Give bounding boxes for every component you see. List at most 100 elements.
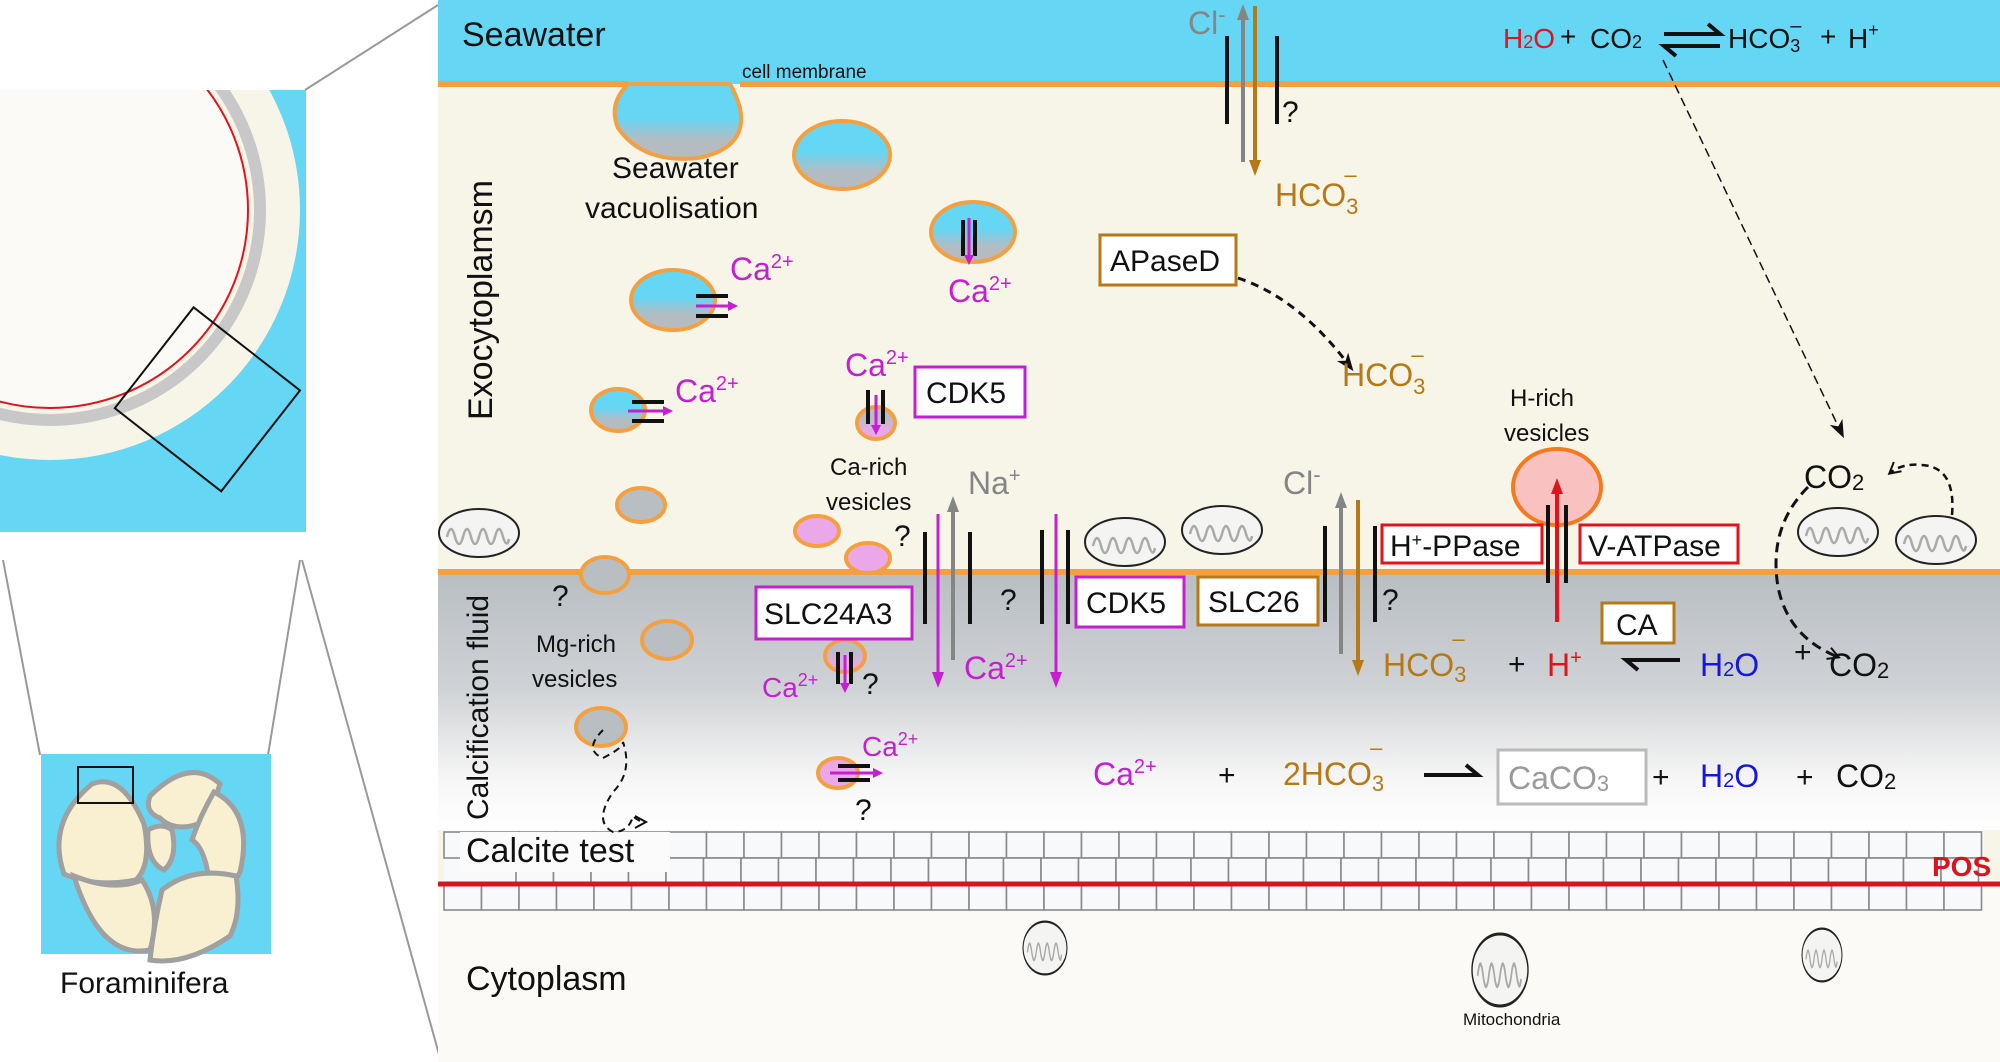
- ca-vesicle-uptake-channel: [866, 390, 885, 435]
- cdk5-protein-box: CDK5: [1074, 575, 1186, 629]
- v-atpase-protein-box: V-ATPase: [1578, 523, 1740, 565]
- svg-text:Na+: Na+: [968, 465, 1021, 501]
- calcite-brick: [1643, 831, 1683, 859]
- calcite-brick: [1452, 857, 1492, 885]
- mitochondria-icon: [1796, 506, 1880, 558]
- calcite-brick: [1005, 831, 1045, 859]
- svg-text:+: +: [1508, 648, 1526, 681]
- zoomed-shell-wall: [0, 90, 306, 532]
- h-rich-vesicles-label: vesicles: [1504, 420, 1589, 447]
- calcite-brick: [1193, 831, 1233, 859]
- svg-text:HCO3–: HCO3–: [1275, 162, 1358, 219]
- reverse-reaction-arrow-icon: [1620, 658, 1680, 672]
- calcite-brick: [780, 883, 820, 911]
- inset-panel: Foraminifera: [0, 4, 441, 1059]
- calcite-brick: [1640, 857, 1680, 885]
- equilibrium-arrow-icon: [1658, 22, 1726, 58]
- zoom-connector-line: [301, 559, 441, 1059]
- calcite-test: [443, 830, 1984, 912]
- calcification-fluid-label: Calcification fluid: [462, 595, 495, 820]
- unknown-mechanism-marker: ?: [552, 580, 569, 613]
- slc24a3-protein-box: SLC24A3: [754, 585, 914, 641]
- cl-ion-label: Cl-: [1188, 2, 1226, 41]
- ca-vesicle-release-channel: [836, 652, 853, 693]
- calcite-brick: [480, 883, 520, 911]
- calcite-brick: [855, 831, 895, 859]
- calcite-brick: [1377, 857, 1417, 885]
- ca-ion-label: Ca2+: [730, 251, 794, 287]
- svg-text:H2O: H2O: [1700, 758, 1759, 794]
- mg-rich-vesicle: [615, 486, 667, 524]
- calcite-brick: [1265, 857, 1305, 885]
- calcite-brick: [443, 883, 483, 911]
- svg-text:+: +: [1652, 761, 1670, 794]
- calcite-brick: [1077, 857, 1117, 885]
- mitochondria-co2-arrow: [1887, 461, 1954, 516]
- svg-text:H2O: H2O: [1700, 647, 1759, 683]
- calcite-brick: [1868, 831, 1908, 859]
- calcite-brick: [1115, 857, 1155, 885]
- unknown-mechanism-marker: ?: [862, 668, 879, 701]
- calcite-brick: [1418, 883, 1458, 911]
- ca-ion-label: Ca2+: [762, 670, 818, 703]
- calcite-brick: [927, 857, 967, 885]
- vacuole-ca-channel: [628, 400, 673, 423]
- calcite-brick: [1340, 857, 1380, 885]
- calcite-label-backing: [460, 832, 670, 872]
- calcite-brick: [1568, 831, 1608, 859]
- calcite-brick: [1493, 831, 1533, 859]
- calcite-brick: [1080, 883, 1120, 911]
- calcite-brick: [1305, 883, 1345, 911]
- calcite-brick: [1343, 883, 1383, 911]
- unknown-mechanism-marker: ?: [1382, 584, 1399, 617]
- svg-text:CaCO3: CaCO3: [1508, 760, 1609, 796]
- calcite-brick: [1455, 883, 1495, 911]
- calcite-brick: [1415, 857, 1455, 885]
- calcite-brick: [1305, 831, 1345, 859]
- svg-text:CO2: CO2: [1836, 758, 1896, 794]
- calcite-brick: [1005, 883, 1045, 911]
- mitochondria-icon: [1470, 932, 1530, 1008]
- calcite-brick: [1380, 831, 1420, 859]
- zoom-connector-line: [267, 559, 301, 756]
- svg-text:CDK5: CDK5: [1086, 587, 1166, 620]
- calcite-brick: [1490, 857, 1530, 885]
- svg-text:Ca2+: Ca2+: [730, 251, 794, 287]
- h-ppase-protein-box: H+-PPase: [1380, 523, 1544, 565]
- calcite-test-label: Calcite test: [466, 832, 635, 870]
- cl-hco3-exchanger-outer: [1225, 4, 1279, 176]
- foraminifera-shell-icon: [56, 769, 247, 964]
- proton-pump-channel: [1546, 478, 1568, 622]
- calcite-brick: [1043, 831, 1083, 859]
- svg-text:CDK5: CDK5: [926, 377, 1006, 410]
- calcite-brick: [818, 831, 858, 859]
- svg-text:+: +: [1560, 21, 1576, 52]
- calcite-brick: [1752, 857, 1792, 885]
- calcite-brick: [1530, 883, 1570, 911]
- calcite-brick: [1230, 883, 1270, 911]
- calcite-brick: [780, 831, 820, 859]
- calcite-brick: [1152, 857, 1192, 885]
- slc26-exchanger: [1323, 492, 1377, 676]
- unknown-mechanism-marker: ?: [1000, 584, 1017, 617]
- svg-text:Ca2+: Ca2+: [964, 650, 1028, 686]
- svg-text:APaseD: APaseD: [1110, 245, 1220, 278]
- svg-text:2HCO3–: 2HCO3–: [1283, 735, 1384, 796]
- cell-membrane-label: cell membrane: [742, 62, 867, 83]
- calcite-brick: [1827, 857, 1867, 885]
- mg-rich-vesicle: [579, 555, 631, 595]
- calcite-brick: [593, 883, 633, 911]
- calcite-brick: [1493, 883, 1533, 911]
- mitochondria-icon: [1800, 927, 1844, 983]
- calcite-brick: [1868, 883, 1908, 911]
- calcite-brick: [1455, 831, 1495, 859]
- calcite-brick: [1830, 883, 1870, 911]
- calcite-brick: [743, 831, 783, 859]
- calcite-brick: [1718, 831, 1758, 859]
- calcite-brick: [1755, 883, 1795, 911]
- seawater-carbonate-equation: H2O + CO2 HCO3– + H+: [1503, 15, 1879, 58]
- calcite-brick: [1565, 857, 1605, 885]
- svg-text:+: +: [1820, 21, 1836, 52]
- calcite-brick: [1155, 883, 1195, 911]
